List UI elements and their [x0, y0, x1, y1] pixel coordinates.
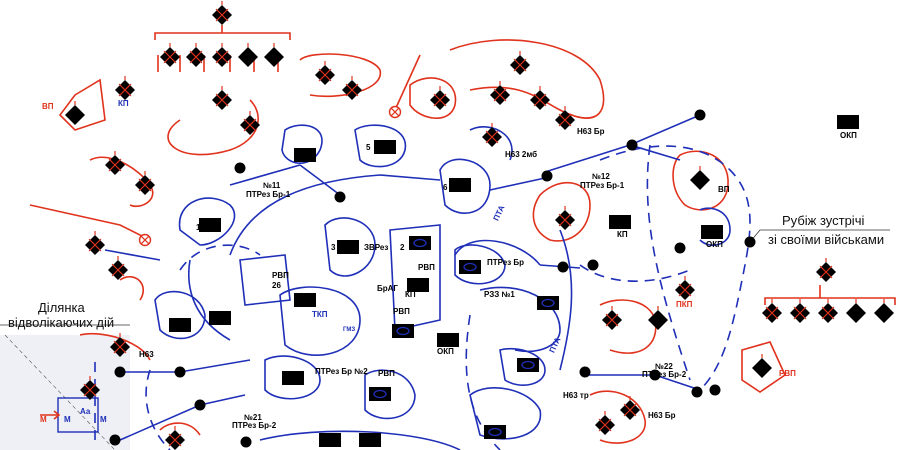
label-pkp: ПКП	[676, 300, 693, 309]
decoy-aa-label: Аа	[80, 407, 91, 416]
label-vp-top-left: ВП	[42, 102, 54, 111]
label-h63-br-bottom: Н63 Бр	[648, 411, 676, 420]
label-tkp: ТКП	[312, 310, 328, 319]
label-n5: 5	[366, 143, 371, 152]
label-line21-sub: ПТРез Бр-2	[232, 421, 277, 430]
map-labels: ВП КП №11 ПТРез Бр-1 Н63 2мб Н63 Бр №12 …	[42, 99, 857, 430]
boundary-label-2: зі своїми військами	[768, 232, 884, 247]
label-line11-num: №11	[263, 181, 281, 190]
label-n3: 3	[331, 243, 336, 252]
enemy-lines	[29, 25, 896, 444]
label-rvp-left: РВП	[272, 271, 289, 280]
label-pta-mid: ПТА	[548, 336, 563, 354]
label-okp-top-right: ОКП	[840, 131, 857, 140]
label-ptrez-br: ПТРез Бр	[487, 258, 524, 267]
dashed-boundaries	[94, 144, 751, 450]
label-ptrez-br2: ПТРез Бр №2	[315, 367, 368, 376]
label-okp-center: ОКП	[437, 347, 454, 356]
label-line12-num: №12	[592, 172, 610, 181]
label-okp-right: ОКП	[706, 240, 723, 249]
label-rvp-bottom: РВП	[378, 369, 395, 378]
decoy-area-label-1: Ділянка	[38, 300, 85, 315]
decoy-area-label-2: відволікаючих дій	[8, 315, 114, 330]
label-pta-top: ПТА	[492, 204, 507, 222]
label-vp-right: ВП	[718, 185, 730, 194]
label-line11-sub: ПТРез Бр-1	[246, 190, 291, 199]
route-nodes	[109, 109, 756, 448]
label-n1: 1	[196, 223, 201, 232]
label-h63-br-top: Н63 Бр	[577, 127, 605, 136]
label-n6: 6	[443, 183, 448, 192]
decoy-m-label-2: М	[100, 415, 107, 424]
decoy-m-label-1: М	[64, 415, 71, 424]
label-rvp-center: РВП	[418, 263, 435, 272]
label-line12-sub: ПТРез Бр-1	[580, 181, 625, 190]
label-line22-num: №22	[655, 362, 673, 371]
label-kp-right: КП	[617, 230, 628, 239]
enemy-units	[64, 0, 895, 450]
label-zvrez: ЗВРез	[364, 243, 388, 252]
label-n2: 2	[400, 243, 405, 252]
label-n26: 26	[272, 281, 281, 290]
boundary-label-1: Рубіж зустрічі	[782, 213, 864, 228]
label-kp-center: КП	[405, 290, 416, 299]
decoy-m-label-3: М	[40, 415, 47, 424]
label-gmz: ГМЗ	[343, 327, 355, 333]
label-rvp-right: РВП	[779, 369, 796, 378]
label-line22-sub: ПТРез Бр-2	[642, 370, 687, 379]
label-h63-2mb: Н63 2мб	[505, 150, 537, 159]
decoy-area: Ділянка відволікаючих дій Аа М М М	[0, 300, 130, 450]
label-kp-top-left: КП	[118, 99, 129, 108]
label-rvp-mid: РВП	[393, 307, 410, 316]
label-line21-num: №21	[244, 413, 262, 422]
label-h63-tr: Н63 тр	[563, 391, 589, 400]
label-brag: БрАГ	[377, 284, 398, 293]
label-rzz1: РЗЗ №1	[484, 290, 515, 299]
label-h63-left: Н63	[139, 350, 154, 359]
